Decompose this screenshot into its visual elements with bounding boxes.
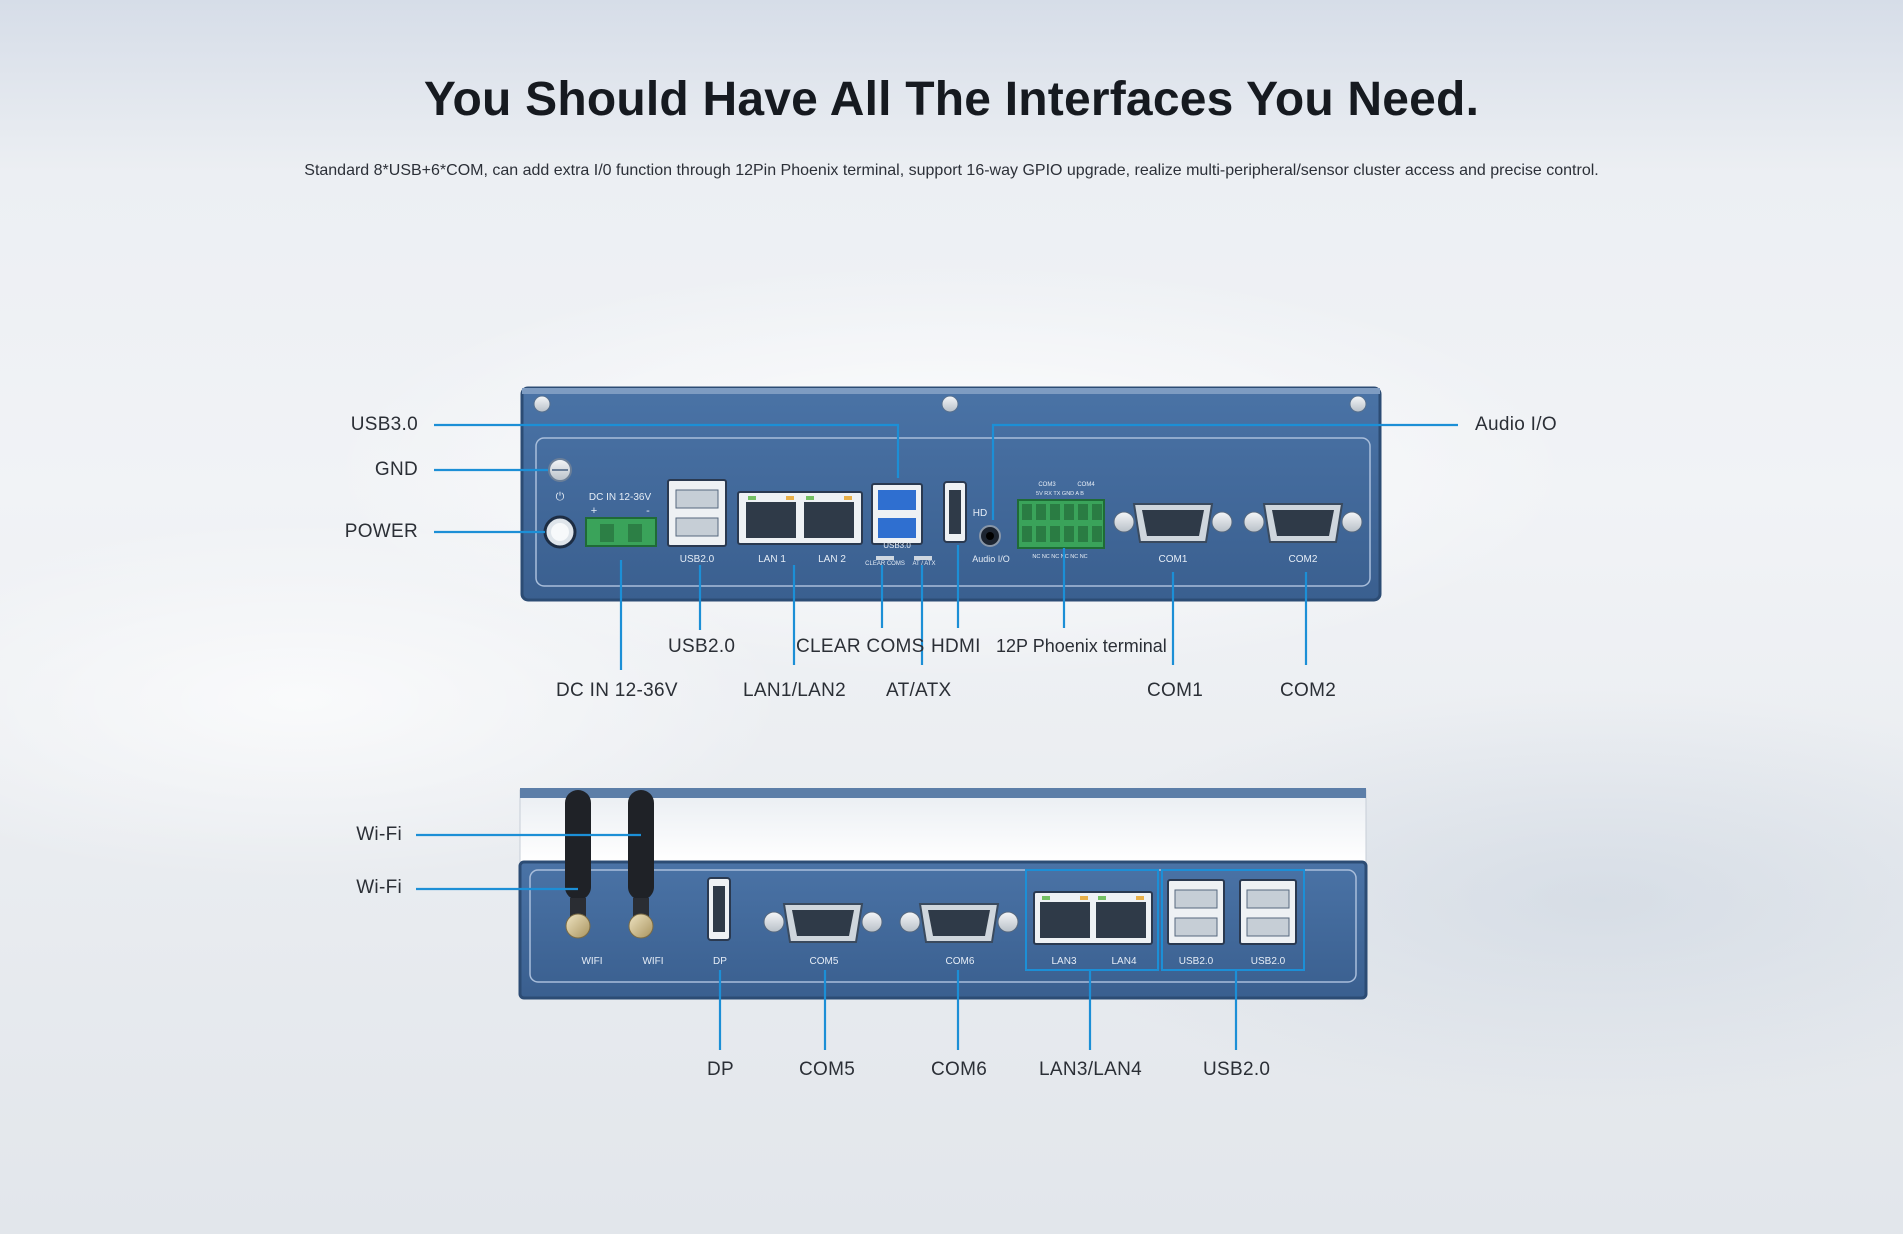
page-title: You Should Have All The Interfaces You N…	[423, 73, 1480, 126]
wifi-antenna-1[interactable]	[565, 790, 591, 939]
screw-icon	[941, 395, 959, 413]
page-subtitle: Standard 8*USB+6*COM, can add extra I/0 …	[304, 162, 1599, 179]
callout-com5: COM5	[799, 1059, 856, 1080]
callout-wifi-2: Wi-Fi	[356, 877, 402, 898]
dc-minus-silkscreen: -	[646, 505, 650, 517]
callout-usb20-front: USB2.0	[668, 636, 736, 657]
lan34-highlight-box	[1025, 869, 1159, 971]
phoenix-pin-labels-top: 5V RX TX GND A B	[1036, 491, 1084, 497]
com1-port[interactable]	[1113, 503, 1233, 543]
com5-silkscreen: COM5	[810, 956, 839, 967]
lan4-silkscreen: LAN4	[1111, 956, 1136, 967]
com3-silkscreen: COM3	[1038, 482, 1056, 488]
callout-usb30: USB3.0	[350, 414, 418, 435]
rear-panel-inner-frame	[529, 869, 1357, 983]
callout-power: POWER	[344, 521, 418, 542]
at-atx-switch[interactable]	[914, 556, 932, 560]
com1-silkscreen: COM1	[1159, 554, 1188, 565]
front-panel: ⏻ DC IN 12-36V + - USB2.0 LAN 1 LAN 2 US…	[520, 386, 1382, 602]
screw-icon	[533, 395, 551, 413]
screw-icon	[1349, 395, 1367, 413]
lan1-silkscreen: LAN 1	[758, 554, 786, 565]
phoenix-pin-labels-bottom: NC NC NC NC NC NC	[1032, 554, 1087, 560]
callout-audio-io: Audio I/O	[1475, 414, 1557, 435]
usb20-rear-highlight-box	[1161, 869, 1305, 971]
com2-silkscreen: COM2	[1289, 554, 1318, 565]
dp-silkscreen: DP	[713, 956, 727, 967]
dc-in-terminal[interactable]	[585, 517, 657, 547]
com6-silkscreen: COM6	[946, 956, 975, 967]
callout-gnd: GND	[374, 459, 418, 480]
rear-panel-top-cap	[519, 789, 1367, 863]
rear-leader-lines	[416, 833, 1238, 1050]
callout-com2: COM2	[1280, 680, 1337, 701]
callout-lan34: LAN3/LAN4	[1039, 1059, 1143, 1080]
callout-clear-coms: CLEAR COMS	[796, 636, 925, 657]
usb20-rear-silkscreen-b: USB2.0	[1251, 956, 1286, 967]
lan2-silkscreen: LAN 2	[818, 554, 846, 565]
callout-dc-in: DC IN 12-36V	[556, 680, 678, 701]
at-atx-silkscreen: AT / ATX	[912, 561, 935, 567]
hd-silkscreen: HD	[973, 508, 987, 519]
com5-port[interactable]	[763, 903, 883, 943]
usb20-silkscreen: USB2.0	[680, 554, 715, 565]
callout-com1: COM1	[1147, 680, 1204, 701]
phoenix-terminal[interactable]	[1017, 499, 1105, 549]
callout-com6: COM6	[931, 1059, 988, 1080]
wifi2-silkscreen: WIFI	[642, 956, 663, 967]
com2-port[interactable]	[1243, 503, 1363, 543]
power-symbol-icon: ⏻	[556, 491, 565, 503]
dc-in-silkscreen: DC IN 12-36V	[589, 492, 652, 503]
callout-wifi-1: Wi-Fi	[356, 824, 402, 845]
front-panel-inner-frame	[535, 437, 1371, 587]
front-panel-top-edge	[522, 388, 1380, 394]
audio-silkscreen: Audio I/O	[972, 554, 1010, 564]
callout-at-atx: AT/ATX	[886, 680, 952, 701]
front-leader-lines	[434, 423, 1458, 670]
com4-silkscreen: COM4	[1077, 482, 1095, 488]
callout-dp: DP	[707, 1059, 734, 1080]
com6-port[interactable]	[899, 903, 1019, 943]
rear-panel: WIFI WIFI DP COM5 COM6 LAN3	[518, 788, 1368, 1000]
wifi1-silkscreen: WIFI	[581, 956, 602, 967]
callout-lan12: LAN1/LAN2	[743, 680, 847, 701]
clear-coms-switch[interactable]	[876, 556, 894, 560]
clear-coms-silkscreen: CLEAR COMS	[865, 561, 905, 567]
dc-plus-silkscreen: +	[591, 505, 597, 517]
usb30-silkscreen: USB3.0	[883, 541, 911, 550]
callout-phoenix-terminal: 12P Phoenix terminal	[996, 636, 1167, 656]
callout-hdmi: HDMI	[931, 636, 981, 657]
usb20-rear-silkscreen-a: USB2.0	[1179, 956, 1214, 967]
callout-usb20-rear: USB2.0	[1203, 1059, 1271, 1080]
lan3-silkscreen: LAN3	[1051, 956, 1076, 967]
wifi-antenna-2[interactable]	[628, 790, 654, 939]
